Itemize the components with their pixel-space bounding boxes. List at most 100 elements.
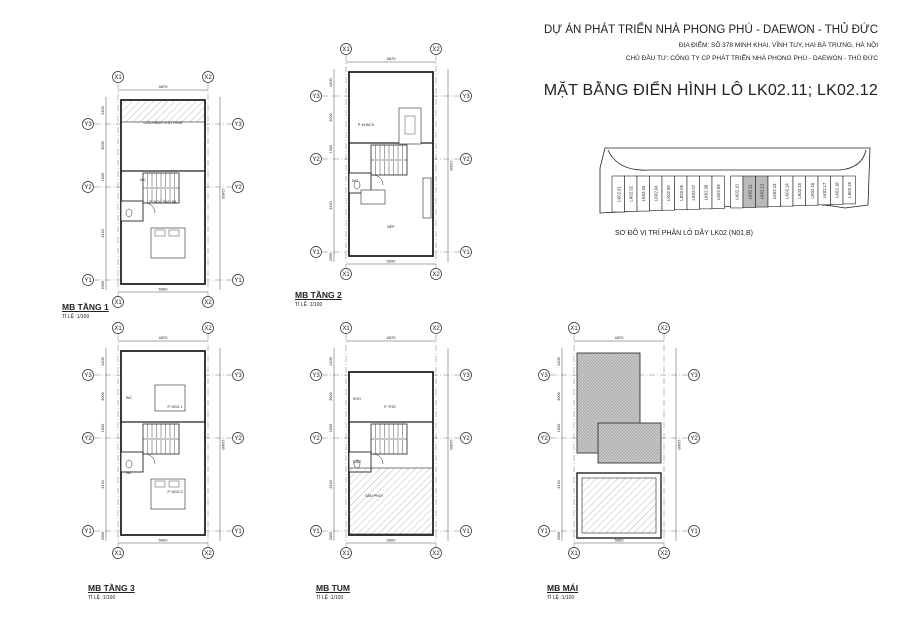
- grid-bubble: [340, 547, 352, 559]
- grid-bubble-label: Y1: [462, 250, 470, 256]
- grid-bubble-label: X2: [432, 551, 440, 557]
- grid-bubble-label: Y1: [462, 529, 470, 535]
- plan-label-floor-1: MB TẦNG 1: [62, 302, 109, 312]
- grid-bubble: [658, 322, 670, 334]
- grid-bubble-label: Y3: [462, 373, 470, 379]
- grid-bubble-label: X2: [204, 551, 212, 557]
- grid-bubble-label: Y3: [84, 122, 92, 128]
- dim-text: 12600: [221, 188, 225, 199]
- grid-bubble: [310, 369, 322, 381]
- door-swing: [372, 453, 384, 465]
- dim-text: 1000: [101, 173, 105, 181]
- plan-scale-floor-2: TỈ LỆ :1/100: [295, 302, 323, 308]
- grid-bubble: [112, 71, 124, 83]
- dim-text: 2000: [101, 281, 105, 289]
- plan-label-floor-3: MB TẦNG 3: [88, 583, 135, 593]
- room-label: BẾP: [387, 224, 395, 229]
- grid-bubble: [232, 369, 244, 381]
- grid-bubble-label: X2: [432, 47, 440, 53]
- sheet-title: MẶT BẰNG ĐIỂN HÌNH LÔ LK02.11; LK02.12: [543, 82, 878, 99]
- dim-text: 4440: [557, 480, 561, 488]
- grid-bubble-label: X2: [204, 75, 212, 81]
- dim-text: 3000: [101, 141, 105, 149]
- grid-bubble-label: Y3: [234, 122, 242, 128]
- pillow: [154, 229, 166, 237]
- grid-bubble: [430, 547, 442, 559]
- grid-bubble: [688, 369, 700, 381]
- roof-area: [597, 422, 662, 464]
- grid-bubble-label: Y3: [234, 373, 242, 379]
- grid-bubble-label: X1: [342, 551, 350, 557]
- dining-table: [360, 189, 386, 205]
- door-swing: [144, 202, 156, 214]
- grid-bubble-label: Y1: [690, 529, 698, 535]
- grid-bubble-label: X1: [570, 326, 578, 332]
- grid-bubble: [340, 43, 352, 55]
- dim-text: 5000: [387, 538, 397, 543]
- site-lot-label: LK02.18: [835, 182, 840, 198]
- grid-bubble-label: Y2: [540, 436, 548, 442]
- dim-text: 3000: [557, 392, 561, 400]
- dim-text: 1000: [329, 424, 333, 432]
- bed: [150, 227, 186, 259]
- grid-bubble-label: X1: [342, 326, 350, 332]
- grid-bubble-label: Y3: [312, 94, 320, 100]
- door-swing: [144, 453, 156, 465]
- grid-bubble: [460, 153, 472, 165]
- roof-terrace: [581, 477, 657, 534]
- grid-bubble-label: Y2: [234, 185, 242, 191]
- room-label: KHO: [353, 397, 361, 401]
- drying-yard: [348, 467, 434, 535]
- grid-bubble-label: Y1: [84, 278, 92, 284]
- site-lot: [711, 175, 725, 209]
- project-address: ĐỊA ĐIỂM: SỐ 378 MINH KHAI, VĨNH TUY, HA…: [678, 42, 878, 49]
- dim-text: 2400: [557, 357, 561, 365]
- dim-text: 2400: [101, 357, 105, 365]
- site-lot-label: LK02.12: [760, 183, 765, 199]
- room-label: CỬA HÀNG CHO THUÊ: [144, 120, 184, 125]
- dim-text: 2400: [329, 357, 333, 365]
- grid-bubble-label: Y3: [540, 373, 548, 379]
- site-lot-label: LK02.05: [666, 185, 671, 201]
- dim-text: 2000: [101, 532, 105, 540]
- grid-bubble: [538, 369, 550, 381]
- room-label: P. NGỦ ÔNG BÀ: [150, 199, 177, 204]
- grid-bubble-label: X2: [204, 326, 212, 332]
- grid-bubble-label: Y2: [462, 157, 470, 163]
- site-lot-label: LK02.08: [704, 184, 709, 200]
- grid-bubble: [310, 432, 322, 444]
- room-label: WC: [140, 178, 146, 182]
- bed: [154, 384, 186, 412]
- grid-bubble: [112, 547, 124, 559]
- grid-bubble-label: X2: [660, 326, 668, 332]
- grid-bubble: [82, 432, 94, 444]
- site-lot-label: LK02.07: [691, 184, 696, 200]
- grid-bubble: [202, 296, 214, 308]
- grid-bubble-label: Y1: [540, 529, 548, 535]
- dim-text: 5000: [615, 538, 625, 543]
- grid-bubble-label: Y2: [234, 436, 242, 442]
- pillow: [168, 480, 180, 488]
- dim-text: 4870: [615, 335, 625, 340]
- grid-bubble: [460, 432, 472, 444]
- grid-bubble: [340, 268, 352, 280]
- grid-bubble-label: X1: [342, 272, 350, 278]
- grid-bubble-label: X1: [114, 300, 122, 306]
- grid-bubble: [310, 246, 322, 258]
- site-lot-label: LK02.04: [654, 185, 659, 201]
- grid-bubble-label: Y1: [312, 529, 320, 535]
- dim-text: 4440: [101, 229, 105, 237]
- grid-bubble-label: X2: [660, 551, 668, 557]
- plan-scale-tum: TỈ LỆ :1/100: [316, 595, 344, 601]
- grid-bubble: [202, 547, 214, 559]
- grid-bubble-label: X1: [570, 551, 578, 557]
- dim-text: 12600: [221, 439, 225, 450]
- grid-bubble-label: X1: [342, 47, 350, 53]
- plan-label-tum: MB TUM: [316, 583, 350, 593]
- room-label: P. KHÁCH: [358, 123, 375, 127]
- site-lot-label: LK02.17: [822, 182, 827, 198]
